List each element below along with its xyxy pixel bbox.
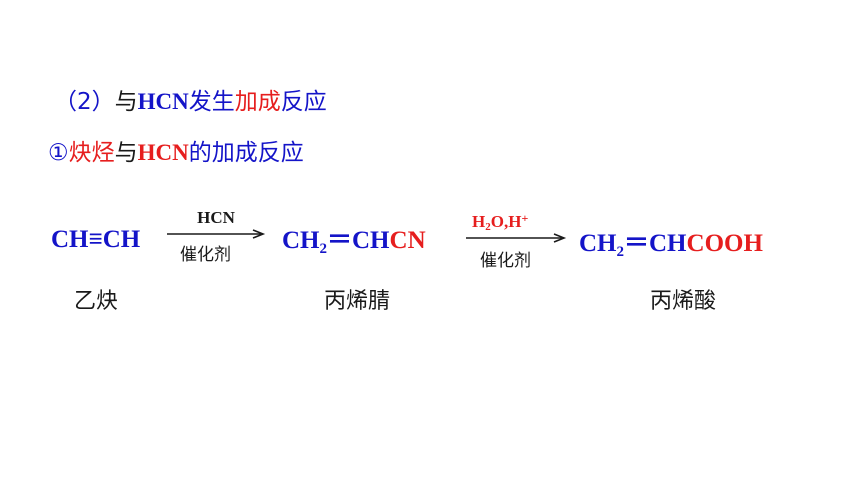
step2-h: H (472, 212, 486, 231)
step2-reagent: H2O,H+ (472, 211, 529, 233)
subheading-circle: ① (48, 140, 69, 166)
sub-heading: ①炔烃与HCN的加成反应 (48, 138, 304, 168)
step2-sup: + (521, 211, 529, 225)
section-heading: （2）与HCN发生加成反应 (54, 87, 327, 117)
step1-catalyst: 催化剂 (180, 245, 231, 265)
heading-fanying: 反应 (280, 89, 327, 115)
product-cooh: COOH (686, 230, 763, 257)
step2-sub: 2 (485, 221, 491, 233)
product-sub: 2 (616, 244, 625, 260)
step1-arrow (167, 229, 266, 239)
product-formula: CH2＝CHCOOH (579, 228, 763, 260)
intermediate-formula: CH2＝CHCN (282, 225, 426, 257)
reactant-formula: CH≡CH (51, 226, 141, 253)
intermediate-cn: CN (389, 227, 426, 254)
subheading-hcn: HCN (137, 140, 189, 165)
subheading-alkyne: 炔烃 (68, 140, 115, 166)
heading-prefix: （2） (54, 89, 115, 115)
intermediate-sub: 2 (319, 241, 328, 257)
reactant-name: 乙炔 (74, 289, 119, 314)
subheading-yu: 与 (114, 140, 138, 166)
subheading-rest: 的加成反应 (188, 140, 304, 166)
step2-catalyst: 催化剂 (480, 251, 531, 271)
product-ch: CH (579, 230, 617, 257)
product-mid: ＝CH (624, 230, 687, 257)
heading-hcn: HCN (137, 89, 189, 114)
step1-reagent: HCN (197, 208, 235, 227)
intermediate-ch: CH (282, 227, 320, 254)
heading-fasheng: 发生 (188, 89, 235, 115)
heading-jiacheng: 加成 (234, 89, 281, 115)
product-name: 丙烯酸 (650, 289, 717, 314)
intermediate-mid: ＝CH (327, 227, 390, 254)
heading-yu: 与 (114, 89, 138, 115)
step2-arrow (466, 233, 567, 243)
step2-rest: O,H (490, 212, 522, 231)
intermediate-name: 丙烯腈 (324, 289, 391, 314)
